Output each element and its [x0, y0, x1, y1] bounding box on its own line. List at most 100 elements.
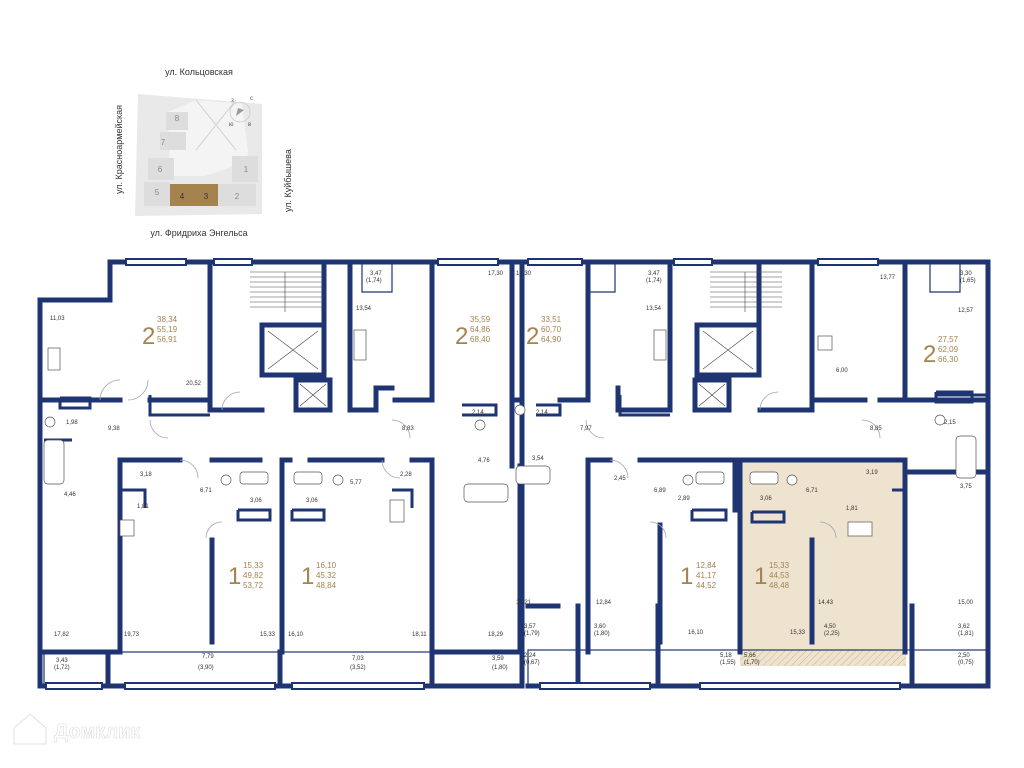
apartment-area: 44,52: [696, 581, 717, 590]
room-area-label: 1,81: [137, 504, 149, 510]
room-area-label: 5,66: [744, 653, 756, 659]
room-area-label: 20,52: [186, 381, 202, 387]
room-area-label: 3,43: [56, 658, 68, 664]
room-area-label: 2,50: [958, 653, 970, 659]
apartment-rooms: 1: [301, 563, 314, 590]
apartment-total-area: 44,53: [769, 571, 790, 580]
room-area-label: 3,75: [960, 484, 972, 490]
room-area-label: (1,55): [720, 660, 736, 666]
room-area-label: 15,00: [958, 600, 974, 606]
room-area-label: 3,06: [306, 498, 318, 504]
apartment-label[interactable]: 2 35,59 64,86 68,40: [455, 315, 491, 350]
room-area-label: 5,18: [720, 653, 732, 659]
room-area-label: (1,74): [366, 278, 382, 284]
room-area-label: 3,06: [250, 498, 262, 504]
apartment-label[interactable]: 1 15,33 49,82 53,72: [228, 561, 264, 590]
room-area-label: (1,70): [744, 660, 760, 666]
room-area-label: 16,10: [288, 632, 304, 638]
apartment-label[interactable]: 1 16,10 45,32 48,84: [301, 561, 337, 590]
compass-east: в: [248, 122, 251, 128]
apartment-rooms: 1: [228, 563, 241, 590]
room-area-label: 4,76: [478, 458, 490, 464]
apartment-total-area: 41,17: [696, 571, 717, 580]
room-area-label: 7,03: [352, 656, 364, 662]
street-label-top: ул. Кольцовская: [165, 67, 233, 77]
room-area-labels: 11,0320,529,381,984,4617,823,43(1,72)3,1…: [50, 271, 976, 671]
room-area-label: (1,80): [594, 631, 610, 637]
apartment-label-selected[interactable]: 1 15,33 44,53 48,48: [754, 561, 790, 590]
room-area-label: 2,24: [524, 653, 536, 659]
site-section-label-current: 3: [204, 192, 209, 201]
street-label-bottom: ул. Фридриха Энгельса: [150, 228, 247, 238]
room-area-label: 3,62: [958, 624, 970, 630]
room-area-label: 13,77: [880, 275, 896, 281]
selected-apartment-highlight[interactable]: [740, 460, 906, 650]
apartment-living-area: 12,84: [696, 561, 717, 570]
room-area-label: 1,98: [66, 420, 78, 426]
room-area-label: 13,54: [356, 306, 372, 312]
room-area-label: 13,54: [646, 306, 662, 312]
apartment-area: 48,48: [769, 581, 790, 590]
room-area-label: 4,46: [64, 492, 76, 498]
apartment-rooms: 2: [142, 323, 155, 350]
room-area-label: 6,71: [806, 488, 818, 494]
room-area-label: 12,57: [958, 308, 974, 314]
room-area-label: (1,80): [492, 665, 508, 671]
room-area-label: (1,72): [54, 665, 70, 671]
watermark-text: Домклик: [54, 721, 141, 743]
room-area-label: 17,30: [488, 271, 504, 277]
apartment-label[interactable]: 2 38,34 55,19 56,91: [142, 315, 178, 350]
room-area-label: 15,33: [790, 630, 806, 636]
room-area-label: 8,85: [870, 426, 882, 432]
room-area-label: 3,19: [866, 470, 878, 476]
compass-south: ю: [229, 122, 234, 128]
apartment-area: 66,30: [938, 355, 959, 364]
room-area-label: (1,79): [524, 631, 540, 637]
room-area-label: 3,59: [492, 656, 504, 662]
room-area-label: 3,06: [760, 496, 772, 502]
room-area-label: 2,15: [944, 420, 956, 426]
apartment-living-area: 15,33: [769, 561, 790, 570]
room-area-label: 17,30: [516, 271, 532, 277]
room-area-label: 9,38: [108, 426, 120, 432]
room-area-label: 7,79: [202, 654, 214, 660]
room-area-label: (2,25): [824, 631, 840, 637]
room-area-label: 8,83: [402, 426, 414, 432]
site-section-label: 1: [244, 165, 249, 174]
apartment-label[interactable]: 2 33,51 60,70 64,90: [526, 315, 562, 350]
watermark: Домклик: [12, 712, 142, 746]
apartment-living-area: 38,34: [157, 315, 178, 324]
room-area-label: (0,75): [958, 660, 974, 666]
room-area-label: 6,71: [200, 488, 212, 494]
room-area-label: (1,65): [960, 278, 976, 284]
room-area-label: (3,90): [198, 665, 214, 671]
apartment-label[interactable]: 2 27,57 62,09 66,30: [923, 335, 959, 368]
room-area-label: 18,11: [412, 632, 427, 638]
compass-west: з: [231, 98, 234, 104]
apartment-rooms: 1: [754, 563, 767, 590]
apartment-label[interactable]: 1 12,84 41,17 44,52: [680, 561, 717, 590]
apartment-living-area: 16,10: [316, 561, 337, 570]
room-area-label: 2,89: [678, 496, 690, 502]
room-area-label: (1,81): [958, 631, 974, 637]
apartment-total-area: 45,32: [316, 571, 337, 580]
room-area-label: (1,74): [646, 278, 662, 284]
room-area-label: 7,97: [580, 426, 592, 432]
apartment-area: 56,91: [157, 335, 178, 344]
site-section-label: 8: [175, 114, 180, 123]
apartment-total-area: 49,82: [243, 571, 264, 580]
room-area-label: (3,52): [350, 665, 366, 671]
apartment-area: 53,72: [243, 581, 264, 590]
room-area-label: 2,45: [614, 476, 626, 482]
street-label-right: ул. Куйбышева: [283, 149, 293, 212]
room-area-label: 17,82: [54, 632, 70, 638]
compass-north: с: [250, 96, 253, 102]
room-area-label: 5,77: [350, 480, 362, 486]
site-section-label-current: 4: [180, 192, 185, 201]
apartment-total-area: 60,70: [541, 325, 562, 334]
room-area-label: 6,89: [654, 488, 666, 494]
site-plan: 8 7 6 5 4 3 2 1 ю з с в ул. Кольцовская …: [114, 67, 293, 238]
apartment-total-area: 55,19: [157, 325, 178, 334]
